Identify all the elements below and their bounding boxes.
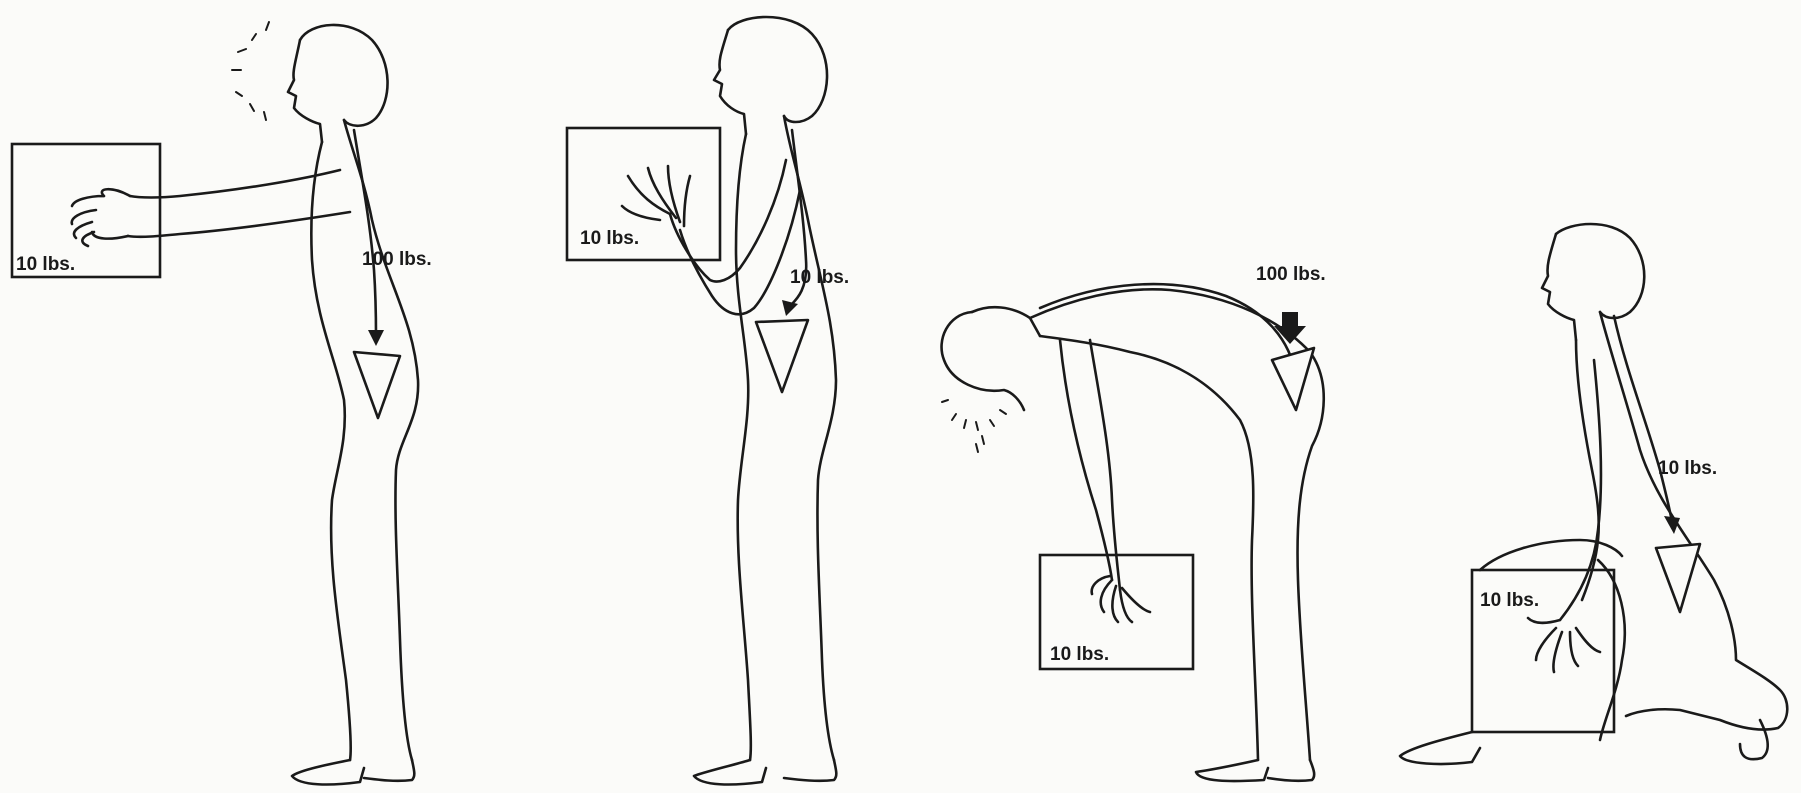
head [728,17,827,122]
spine-load-label: 10 lbs. [790,267,849,288]
feet [1196,760,1314,781]
pelvis-wedge [1656,544,1700,612]
figure-kneeling-lift: 10 lbs. 10 lbs. [1400,224,1787,764]
head [300,25,388,126]
face-profile [714,30,746,134]
pelvis-wedge [756,320,808,392]
load-arrow-bold [1274,312,1306,344]
box-weight-label: 10 lbs. [1480,590,1539,611]
sweat-marks [942,400,1006,452]
spine-load-label: 100 lbs. [362,249,432,270]
box-weight-label: 10 lbs. [16,254,75,275]
face-profile [1542,234,1576,340]
pelvis-wedge [1272,348,1314,410]
feet [292,760,414,784]
front-foot [1740,720,1768,759]
load-arrow [368,330,384,346]
feet [694,760,836,784]
spine-load-label: 100 lbs. [1256,264,1326,285]
upper-arm [130,170,340,198]
front-outline [736,134,751,760]
load-arrow [782,300,798,316]
spine-load-label: 10 lbs. [1658,458,1717,479]
head-top [972,307,1040,336]
box-weight-label: 10 lbs. [1050,644,1109,665]
thigh [1480,540,1622,570]
figure-arms-extended: 10 lbs. 100 lbs. [12,22,432,784]
figure-box-held-close: 10 lbs. 10 lbs. [567,17,849,784]
front-outline [1040,336,1258,760]
back-outline [344,120,418,760]
box-weight-label: 10 lbs. [580,228,639,249]
sweat-marks [232,22,269,120]
front-outline [311,142,350,760]
head [942,312,1024,410]
back-and-leg-outline [1600,312,1787,730]
arm-front [1060,340,1112,580]
rear-foot [1400,732,1480,764]
pelvis-wedge [354,352,400,418]
head [1556,224,1644,318]
back-outline [784,116,836,760]
face-profile [288,40,322,142]
arm-back [1090,340,1120,590]
figure-bent-over: 10 lbs. 100 lbs. [942,264,1326,781]
spine-load-line [1614,316,1672,522]
